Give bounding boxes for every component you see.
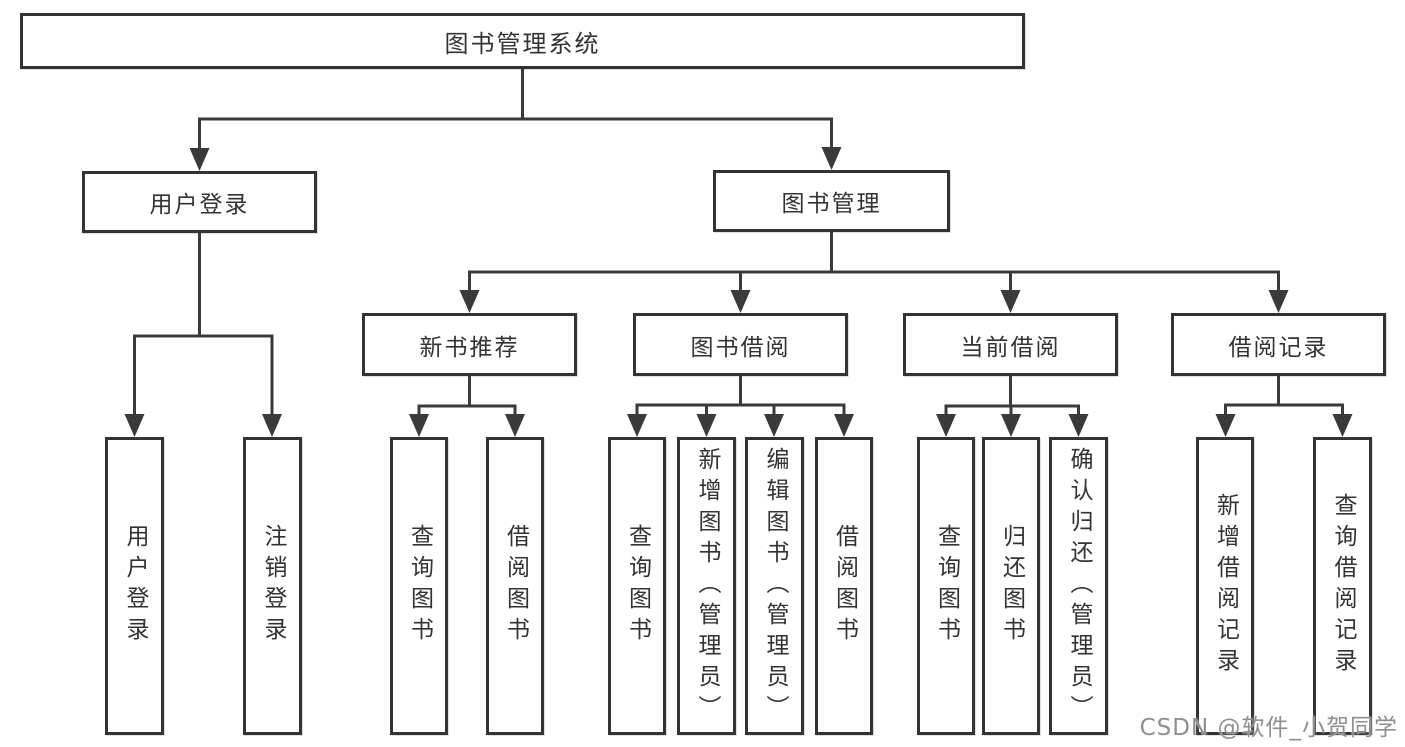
node-book-borrow: 图书借阅 bbox=[633, 313, 848, 376]
node-logout-leaf: 注销登录 bbox=[243, 437, 302, 735]
connector-current-borrow bbox=[944, 376, 1080, 414]
node-query-borrow-record: 查询借阅记录 bbox=[1313, 437, 1372, 735]
node-edit-book-admin: 编辑图书（管理员） bbox=[745, 437, 804, 735]
node-borrow-record: 借阅记录 bbox=[1171, 313, 1386, 376]
node-add-book-admin: 新增图书（管理员） bbox=[677, 437, 736, 735]
node-book-management: 图书管理 bbox=[713, 170, 950, 232]
arrowheads bbox=[124, 147, 1353, 437]
node-current-borrow: 当前借阅 bbox=[903, 313, 1118, 376]
node-query-book-1: 查询图书 bbox=[390, 437, 448, 735]
connector-new-book bbox=[417, 376, 517, 414]
node-add-borrow-record: 新增借阅记录 bbox=[1196, 437, 1254, 735]
node-new-book-recommend: 新书推荐 bbox=[362, 313, 577, 376]
node-borrow-book-2: 借阅图书 bbox=[815, 437, 873, 735]
connector-borrow-record bbox=[1224, 376, 1344, 414]
node-user-login: 用户登录 bbox=[82, 171, 317, 233]
node-borrow-book-1: 借阅图书 bbox=[486, 437, 544, 735]
node-root: 图书管理系统 bbox=[20, 13, 1025, 69]
node-query-book-3: 查询图书 bbox=[917, 437, 975, 735]
connector-book-borrow bbox=[635, 376, 846, 414]
node-query-book-2: 查询图书 bbox=[608, 437, 666, 735]
csdn-watermark: CSDN @软件_小贺同学 bbox=[1139, 715, 1398, 741]
node-user-login-leaf: 用户登录 bbox=[105, 437, 164, 735]
connector-root bbox=[198, 69, 833, 148]
node-confirm-return-admin: 确认归还（管理员） bbox=[1049, 437, 1108, 735]
connector-book-mgmt bbox=[468, 232, 1280, 290]
connector-user-login bbox=[133, 233, 274, 414]
node-return-book: 归还图书 bbox=[982, 437, 1040, 735]
